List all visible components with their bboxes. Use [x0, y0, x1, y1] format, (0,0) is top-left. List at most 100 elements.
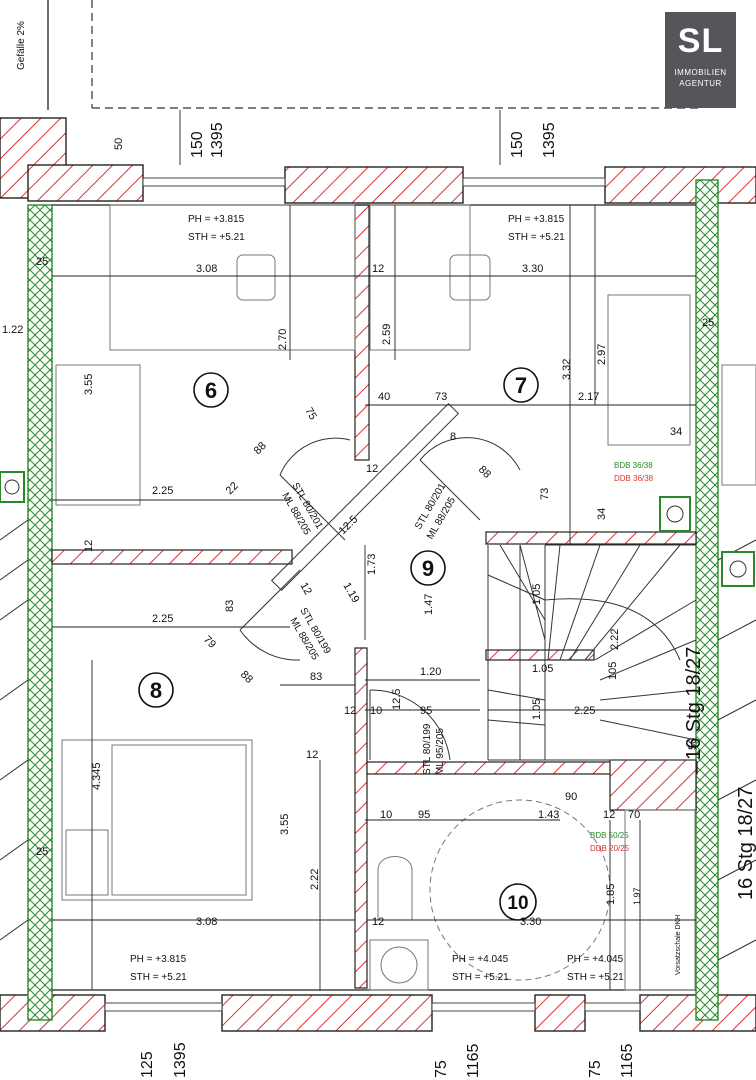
doors — [239, 402, 521, 761]
door-labels: STL 80/201 ML 88/205 STL 80/201 ML 88/20… — [279, 481, 458, 775]
dim: 2.25 — [152, 485, 173, 497]
interior-walls — [51, 204, 698, 991]
dim: 2.17 — [578, 391, 599, 403]
dim: 12 — [83, 540, 95, 552]
dim: 2.22 — [309, 869, 321, 890]
dim: 2.25 — [152, 613, 173, 625]
room-number: 10 — [507, 893, 528, 914]
ddb-label: DDB 20/25 — [590, 844, 630, 853]
dim: 1395 — [209, 122, 226, 158]
dim: 75 — [433, 1060, 450, 1078]
dim: 150 — [189, 131, 206, 158]
dim: 75 — [587, 1060, 604, 1078]
ph-label: PH = +3.815 — [188, 214, 245, 225]
door-label: ML 95/205 — [435, 728, 446, 775]
neighbour-stairs — [0, 519, 756, 961]
dim: 1.43 — [538, 809, 559, 821]
room-9: 9 — [410, 550, 446, 586]
dim: 50 — [113, 138, 125, 150]
sth-label: STH = +5.21 — [188, 232, 245, 243]
dim: 22 — [224, 480, 241, 497]
dim: 3.08 — [196, 916, 217, 928]
dim: 125 — [139, 1051, 156, 1078]
dim: 25 — [702, 317, 714, 329]
dim: 70 — [628, 809, 640, 821]
dim: 105 — [607, 662, 619, 680]
dim: 34 — [596, 508, 608, 520]
sth-label: STH = +5.21 — [452, 972, 509, 983]
dim: 95 — [418, 809, 430, 821]
windows — [104, 177, 641, 1012]
room-number: 6 — [205, 378, 217, 403]
dimension-lines — [52, 110, 696, 990]
dim: 1.05 — [532, 663, 553, 675]
dim: 12 — [372, 263, 384, 275]
dim: 75 — [302, 406, 319, 423]
dim: 1.20 — [420, 666, 441, 678]
dim: 12 — [344, 705, 356, 717]
dim: 1.05 — [531, 699, 543, 720]
vorsatz-label: Vorsatzschale DKH — [675, 915, 682, 975]
logo-initials: SL — [677, 22, 724, 60]
dim: 34 — [670, 426, 682, 438]
dim: 12 — [306, 749, 318, 761]
dim: 12 — [372, 916, 384, 928]
dim: 1.73 — [366, 554, 378, 575]
height-labels: PH = +3.815 STH = +5.21 PH = +3.815 STH … — [130, 214, 624, 983]
furniture — [55, 204, 756, 991]
room-number: 9 — [422, 556, 434, 581]
room-7: 7 — [503, 367, 539, 403]
dim: 4.345 — [91, 762, 103, 790]
dim: 2.97 — [596, 344, 608, 365]
dim: 10 — [370, 705, 382, 717]
dim: 12 — [366, 463, 378, 475]
dim: 95 — [420, 705, 432, 717]
ddb-label: DDB 36/38 — [614, 474, 654, 483]
dim: 1.97 — [632, 887, 642, 905]
dim: 1.47 — [423, 594, 435, 615]
dim: 88 — [238, 669, 255, 686]
logo-line1: IMMOBILIEN — [674, 68, 727, 77]
brand-logo: SL IMMOBILIEN AGENTUR — [665, 12, 736, 108]
dim: 2.59 — [381, 324, 393, 345]
dim: 73 — [539, 488, 551, 500]
dim: 8 — [450, 431, 456, 443]
dim: 90 — [565, 791, 577, 803]
ph-label: PH = +4.045 — [452, 954, 509, 965]
exterior-walls — [0, 117, 756, 1032]
dim: 83 — [310, 671, 322, 683]
room-number: 7 — [515, 373, 527, 398]
dim: 12 — [603, 809, 615, 821]
bdb-label: BDB 50/25 — [590, 831, 629, 840]
room-6: 6 — [193, 372, 229, 408]
dim: 2.25 — [574, 705, 595, 717]
dim: 50 — [687, 738, 699, 750]
staircase — [487, 544, 697, 761]
logo-line2: AGENTUR — [679, 79, 722, 88]
dim: 3.55 — [279, 814, 291, 835]
dim: 10 — [380, 809, 392, 821]
room-number: 8 — [150, 678, 162, 703]
dim: 88 — [476, 464, 493, 481]
dim: 150 — [509, 131, 526, 158]
dim: 40 — [378, 391, 390, 403]
sth-label: STH = +5.21 — [508, 232, 565, 243]
terrace-area: Gefälle 2% — [16, 0, 700, 110]
shafts — [0, 471, 755, 587]
dim: 1395 — [172, 1042, 189, 1078]
room-8: 8 — [138, 672, 174, 708]
dim: 1165 — [619, 1043, 636, 1078]
dim: 3.32 — [561, 359, 573, 380]
dim: 88 — [252, 440, 269, 457]
ph-label: PH = +4.045 — [567, 954, 624, 965]
sth-label: STH = +5.21 — [567, 972, 624, 983]
dim: 83 — [224, 600, 236, 612]
dim: 3.30 — [522, 263, 543, 275]
dim: 12 — [297, 581, 314, 598]
dim: 12.5 — [391, 689, 403, 710]
stair-label: 16 Stg 18/27 — [735, 787, 756, 900]
bdb-label: BDB 36/38 — [614, 461, 653, 470]
dim: 1395 — [541, 122, 558, 158]
dim: 3.30 — [520, 916, 541, 928]
dim: 1.19 — [340, 581, 361, 606]
